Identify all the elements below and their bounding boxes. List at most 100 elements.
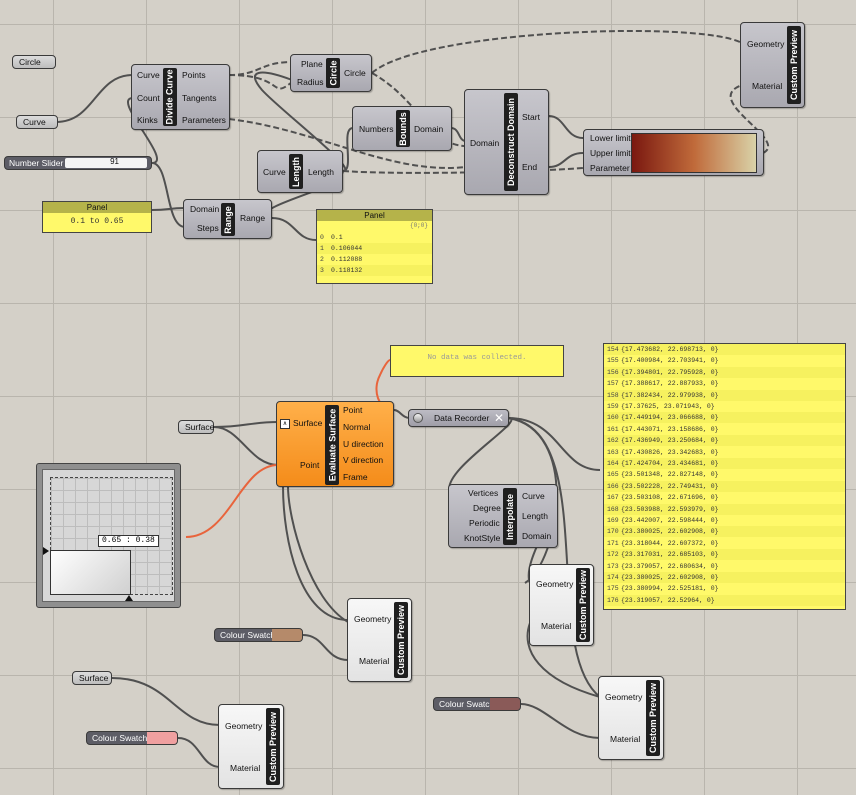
md-slider[interactable]: 0.65 : 0.38 [36, 463, 181, 608]
surface-param[interactable]: Surface [178, 420, 214, 434]
wire [177, 737, 221, 768]
wire [282, 485, 349, 621]
custom-preview-component[interactable]: Geometry Material Custom Preview [740, 22, 805, 108]
colour-swatch[interactable]: Colour Swatch [86, 731, 178, 745]
wire [213, 426, 279, 466]
output-u-direction[interactable]: U direction [343, 439, 384, 449]
panel-row: 161{17.443071, 23.158686, 0} [607, 425, 719, 433]
output-v-direction[interactable]: V direction [343, 455, 384, 465]
output-domain[interactable]: Domain [522, 531, 552, 541]
input-radius[interactable]: Radius [297, 77, 324, 87]
output-start[interactable]: Start [522, 112, 540, 122]
colour-swatch[interactable]: Colour Swatch [433, 697, 521, 711]
panel-domain[interactable]: Panel 0.1 to 0.65 [42, 201, 152, 233]
output-range[interactable]: Range [240, 213, 266, 223]
output-length[interactable]: Length [308, 167, 334, 177]
input-geometry[interactable]: Geometry [747, 39, 785, 49]
component-title: Evaluate Surface [325, 405, 339, 485]
divide-curve-component[interactable]: Curve Count Kinks Divide Curve Points Ta… [131, 64, 230, 130]
colour-swatch[interactable]: Colour Swatch [214, 628, 303, 642]
output-normal[interactable]: Normal [343, 422, 371, 432]
input-point[interactable]: Point [300, 460, 320, 470]
input-material[interactable]: Material [541, 621, 572, 631]
input-periodic[interactable]: Periodic [469, 518, 500, 528]
md-slider-frame: 0.65 : 0.38 [42, 469, 175, 602]
custom-preview-component[interactable]: Geometry Material Custom Preview [218, 704, 284, 789]
interpolate-component[interactable]: Vertices Degree Periodic KnotStyle Inter… [448, 484, 558, 548]
input-material[interactable]: Material [230, 763, 261, 773]
deconstruct-domain-component[interactable]: Domain Deconstruct Domain Start End [464, 89, 549, 195]
input-domain[interactable]: Domain [470, 138, 500, 148]
custom-preview-component[interactable]: Geometry Material Custom Preview [347, 598, 412, 682]
input-knotstyle[interactable]: KnotStyle [464, 533, 501, 543]
output-points[interactable]: Points [182, 70, 206, 80]
swatch-label: Colour Swatch [439, 699, 495, 709]
input-domain[interactable]: Domain [190, 204, 220, 214]
slider-track[interactable]: 91 [65, 157, 147, 168]
input-lower-limit[interactable]: Lower limit [590, 133, 631, 143]
output-tangents[interactable]: Tangents [182, 93, 217, 103]
wire [151, 207, 186, 211]
input-geometry[interactable]: Geometry [536, 579, 574, 589]
circle-param[interactable]: Circle [12, 55, 56, 69]
output-parameters[interactable]: Parameters [182, 115, 226, 125]
data-recorder-component[interactable]: Data Recorder ✕ [408, 409, 509, 427]
input-degree[interactable]: Degree [473, 503, 501, 513]
input-geometry[interactable]: Geometry [225, 721, 263, 731]
gradient-bar[interactable] [631, 133, 757, 173]
input-curve[interactable]: Curve [137, 70, 160, 80]
clear-icon[interactable]: ✕ [493, 411, 504, 425]
custom-preview-component[interactable]: Geometry Material Custom Preview [598, 676, 664, 760]
surface-param[interactable]: Surface [72, 671, 112, 685]
input-numbers[interactable]: Numbers [359, 124, 394, 134]
input-surface[interactable]: Surface [293, 418, 323, 428]
swatch-color[interactable] [272, 629, 302, 641]
input-vertices[interactable]: Vertices [468, 488, 499, 498]
gradient-component[interactable]: Lower limit Upper limit Parameter [583, 129, 764, 176]
component-title: Bounds [396, 110, 410, 147]
input-geometry[interactable]: Geometry [354, 614, 392, 624]
output-curve[interactable]: Curve [522, 491, 545, 501]
swatch-color[interactable] [147, 732, 177, 744]
output-end[interactable]: End [522, 162, 538, 172]
input-parameter[interactable]: Parameter [590, 163, 630, 173]
output-point[interactable]: Point [343, 405, 363, 415]
panel-row: 169{23.442007, 22.598444, 0} [607, 517, 719, 524]
output-circle[interactable]: Circle [344, 68, 366, 78]
panel-no-data[interactable]: No data was collected. [390, 345, 564, 377]
slider-label: Number Slider [9, 158, 64, 168]
number-slider[interactable]: Number Slider 91 [4, 156, 152, 170]
input-material[interactable]: Material [610, 734, 641, 744]
panel-points[interactable]: 154{17.473682, 22.698713, 0}155{17.40098… [603, 343, 846, 610]
swatch-label: Colour Swatch [92, 733, 148, 743]
input-material[interactable]: Material [752, 81, 783, 91]
input-material[interactable]: Material [359, 656, 390, 666]
input-upper-limit[interactable]: Upper limit [590, 148, 631, 158]
length-component[interactable]: Curve Length Length [257, 150, 343, 193]
input-steps[interactable]: Steps [197, 223, 219, 233]
range-component[interactable]: Domain Steps Range Range [183, 199, 272, 239]
input-geometry[interactable]: Geometry [605, 692, 643, 702]
swatch-label: Colour Swatch [220, 630, 276, 640]
input-kinks[interactable]: Kinks [137, 115, 158, 125]
input-count[interactable]: Count [137, 93, 160, 103]
custom-preview-component[interactable]: Geometry Material Custom Preview [529, 564, 594, 646]
evaluate-surface-component[interactable]: ∧ Surface Point Evaluate Surface Point N… [276, 401, 394, 487]
bounds-component[interactable]: Numbers Bounds Domain [352, 106, 452, 151]
output-frame[interactable]: Frame [343, 472, 368, 482]
input-curve[interactable]: Curve [263, 167, 286, 177]
circle-component[interactable]: Plane Radius Circle Circle [290, 54, 372, 92]
output-length[interactable]: Length [522, 511, 548, 521]
output-domain[interactable]: Domain [414, 124, 444, 134]
component-title: Custom Preview [394, 602, 408, 678]
swatch-color[interactable] [490, 698, 520, 710]
curve-param[interactable]: Curve [16, 115, 58, 129]
md-slider-y-marker[interactable] [125, 595, 133, 601]
input-plane[interactable]: Plane [301, 59, 323, 69]
component-title: Custom Preview [576, 568, 590, 642]
md-slider-x-marker[interactable] [43, 547, 49, 555]
wire [507, 417, 601, 471]
